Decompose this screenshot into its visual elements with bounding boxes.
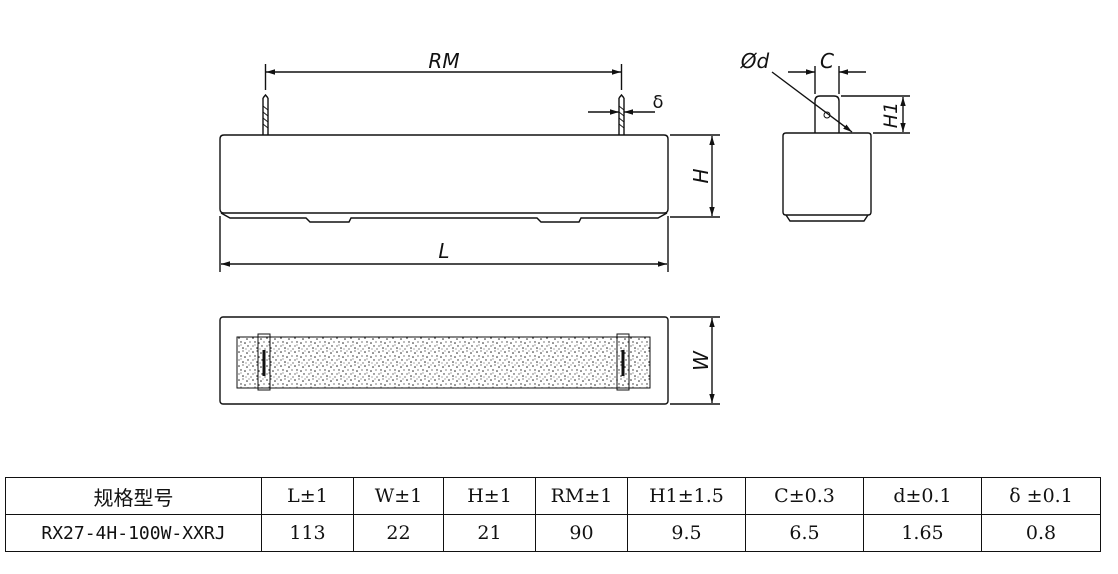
cell-rm: 90 <box>535 514 628 552</box>
header-c: C±0.3 <box>745 477 864 515</box>
lead-right <box>618 93 625 135</box>
cell-l: 113 <box>261 514 354 552</box>
top-view <box>219 316 720 405</box>
dim-label-w: W <box>689 350 713 371</box>
header-w: W±1 <box>353 477 444 515</box>
header-h1: H1±1.5 <box>627 477 746 515</box>
cell-d: 1.65 <box>863 514 982 552</box>
resistor-body-top <box>219 316 669 405</box>
cell-h: 21 <box>443 514 536 552</box>
front-view <box>219 64 720 272</box>
resistor-body-front <box>219 134 669 214</box>
dim-label-h: H <box>689 168 713 183</box>
cement-fill <box>236 336 651 389</box>
cell-model: RX27-4H-100W-XXRJ <box>5 514 262 552</box>
table-row: RX27-4H-100W-XXRJ 113 22 21 90 9.5 6.5 1… <box>5 514 1101 552</box>
header-delta: δ ±0.1 <box>981 477 1101 515</box>
dim-label-c: C <box>820 49 834 73</box>
resistor-body-side <box>782 132 872 216</box>
header-h: H±1 <box>443 477 536 515</box>
dim-label-delta: δ <box>652 92 663 113</box>
header-rm: RM±1 <box>535 477 628 515</box>
dim-label-rm: RM <box>428 49 459 73</box>
lead-side <box>814 95 840 133</box>
cell-w: 22 <box>353 514 444 552</box>
header-d: d±0.1 <box>863 477 982 515</box>
side-view <box>771 66 910 222</box>
resistor-base-front <box>220 212 668 223</box>
technical-drawing: RM δ H L W Ød C H1 <box>219 49 910 405</box>
dim-label-phi-d: Ød <box>740 49 770 73</box>
lead-left <box>262 93 269 135</box>
dim-label-l: L <box>438 239 449 263</box>
header-l: L±1 <box>261 477 354 515</box>
cell-delta: 0.8 <box>981 514 1101 552</box>
cell-c: 6.5 <box>745 514 864 552</box>
spec-table-header: 规格型号 L±1 W±1 H±1 RM±1 H1±1.5 C±0.3 d±0.1… <box>5 477 1101 515</box>
cell-h1: 9.5 <box>627 514 746 552</box>
dim-label-h1: H1 <box>880 102 902 128</box>
header-model: 规格型号 <box>5 477 262 515</box>
spec-table: 规格型号 L±1 W±1 H±1 RM±1 H1±1.5 C±0.3 d±0.1… <box>5 477 1101 552</box>
